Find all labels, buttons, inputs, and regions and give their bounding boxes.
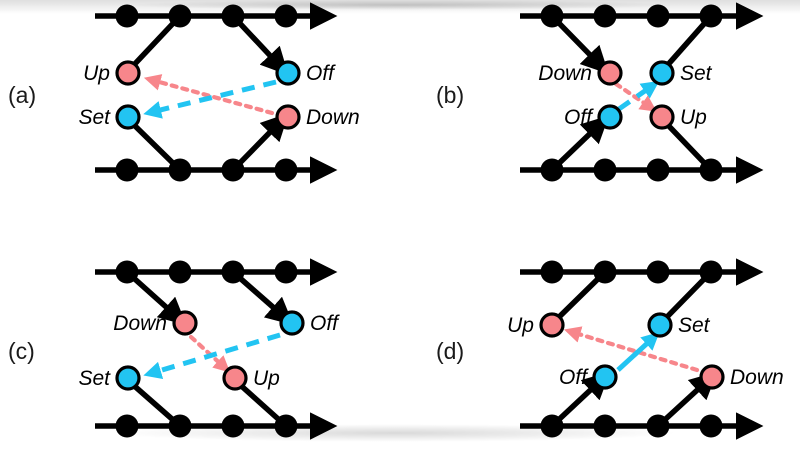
edge-bottomrail-to-down — [656, 371, 718, 429]
panel-b-svg: Down Set Off Up (b) — [436, 2, 764, 184]
rail-node — [646, 260, 670, 284]
panel-a: Up Off Set Down (a) — [0, 0, 400, 225]
label-down: Down — [113, 312, 167, 335]
label-off: Off — [564, 106, 594, 129]
state-node-down[interactable] — [172, 310, 198, 336]
panel-c-svg: Down Off Set Up (c) — [8, 258, 340, 440]
panel-a-bottom-rail — [95, 156, 338, 184]
state-node-off[interactable] — [279, 310, 305, 336]
edge-up-to-bottomrail — [663, 120, 713, 172]
arrow-off-to-set — [616, 331, 660, 372]
state-node-up[interactable] — [115, 60, 141, 86]
arrow-down-to-up — [613, 81, 657, 112]
state-node-off[interactable] — [597, 104, 623, 130]
edge-set-to-toprail — [662, 270, 713, 322]
panel-label-d: (d) — [436, 338, 464, 364]
edge-toprail-to-up — [128, 14, 183, 70]
arrow-off-to-set — [143, 332, 281, 380]
label-up: Up — [253, 367, 280, 390]
arrow-down-to-up — [563, 326, 700, 373]
state-node-set[interactable] — [647, 312, 673, 338]
label-set: Set — [78, 367, 111, 390]
panel-d: Up Set Off Down (d) — [400, 225, 800, 450]
state-node-off[interactable] — [275, 60, 301, 86]
panel-label-a: (a) — [8, 82, 36, 108]
arrow-down-to-up — [188, 334, 231, 373]
edge-toprail-to-off — [230, 14, 289, 76]
rail-node — [699, 414, 723, 438]
rail-node — [274, 4, 298, 28]
state-node-set[interactable] — [115, 365, 141, 391]
edge-up-to-toprail — [554, 270, 607, 322]
rail-node — [274, 158, 298, 182]
rail-node — [593, 414, 617, 438]
rail-node — [221, 414, 245, 438]
state-node-up[interactable] — [222, 365, 248, 391]
edge-bottomrail-to-off — [550, 115, 610, 172]
rail-node — [115, 4, 139, 28]
panel-label-c: (c) — [8, 338, 35, 364]
label-up: Up — [680, 106, 707, 129]
state-node-up[interactable] — [539, 312, 565, 338]
edge-bottomrail-to-down — [231, 112, 289, 172]
rail-node — [540, 260, 564, 284]
edge-bottomrail-to-off — [550, 371, 611, 429]
edge-up-to-bottomrail — [236, 380, 288, 429]
panel-label-b: (b) — [436, 82, 464, 108]
rail-node — [646, 158, 670, 182]
rail-node — [115, 158, 139, 182]
label-down: Down — [730, 366, 784, 389]
label-set: Set — [678, 314, 711, 337]
panel-d-top-rail — [520, 258, 764, 286]
label-off: Off — [559, 366, 589, 389]
edge-set-to-bottomrail — [129, 120, 182, 172]
state-node-down[interactable] — [597, 60, 623, 86]
label-set: Set — [680, 62, 713, 85]
label-set: Set — [78, 106, 111, 129]
panel-a-svg: Up Off Set Down (a) — [8, 2, 360, 184]
label-down: Down — [306, 106, 360, 129]
panel-c: Down Off Set Up (c) — [0, 225, 400, 450]
panel-a-top-rail — [95, 2, 338, 30]
label-off: Off — [310, 312, 340, 335]
label-down: Down — [538, 62, 592, 85]
rail-node — [168, 260, 192, 284]
rail-node — [593, 158, 617, 182]
edge-set-to-toprail — [662, 14, 714, 70]
edge-set-to-bottomrail — [129, 380, 182, 429]
edge-toprail-to-down — [550, 14, 609, 75]
state-node-down[interactable] — [275, 104, 301, 130]
panel-c-bottom-rail — [95, 412, 338, 440]
state-node-up[interactable] — [649, 104, 675, 130]
state-node-set[interactable] — [115, 104, 141, 130]
edge-toprail-to-off — [231, 269, 294, 326]
state-node-set[interactable] — [649, 60, 675, 86]
panel-b: Down Set Off Up (b) — [400, 0, 800, 225]
rail-node — [115, 414, 139, 438]
label-off: Off — [306, 62, 336, 85]
rail-node — [593, 4, 617, 28]
panel-d-svg: Up Set Off Down (d) — [436, 258, 784, 440]
arrow-down-to-up — [143, 74, 275, 116]
label-up: Up — [83, 62, 110, 85]
arrow-off-to-set — [617, 80, 660, 112]
rail-node — [274, 260, 298, 284]
edge-toprail-to-down — [125, 269, 187, 326]
label-up: Up — [507, 314, 534, 337]
rail-node — [646, 4, 670, 28]
state-node-down[interactable] — [699, 364, 725, 390]
state-node-off[interactable] — [592, 364, 618, 390]
